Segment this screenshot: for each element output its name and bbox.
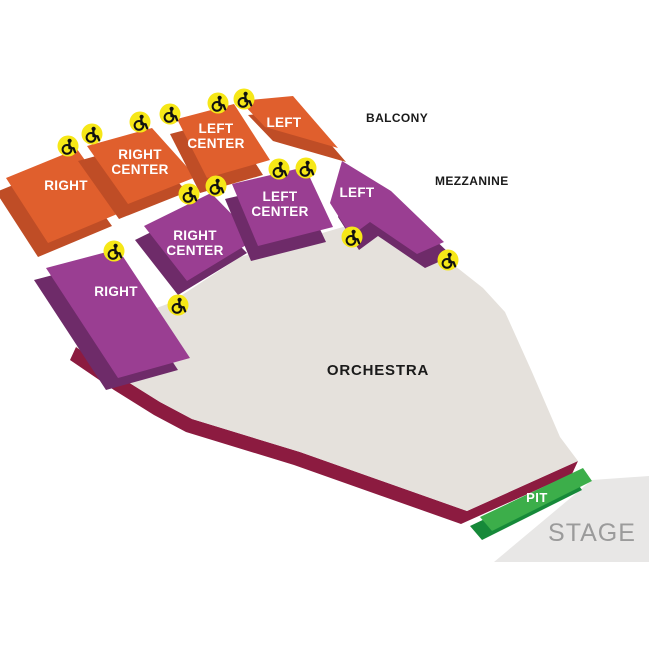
section-balcony-left[interactable] — [240, 96, 338, 148]
section-mezzanine-left[interactable] — [330, 161, 444, 254]
balcony-annotation-label: BALCONY — [366, 111, 428, 125]
wheelchair-icon — [81, 123, 103, 145]
section-balcony-right-center[interactable] — [87, 128, 196, 204]
balcony-right-center-label-line1: RIGHT — [118, 147, 162, 162]
wheelchair-icon — [437, 249, 459, 271]
mezzanine-right-center-label-line2: CENTER — [166, 243, 223, 258]
wheelchair-icon — [103, 240, 125, 262]
wheelchair-icon — [57, 135, 79, 157]
wheelchair-icon — [159, 103, 181, 125]
section-orchestra[interactable] — [76, 218, 578, 511]
wheelchair-icon — [167, 294, 189, 316]
section-mezzanine-right-center[interactable] — [144, 193, 256, 281]
accessibility-icons — [57, 88, 459, 316]
wheelchair-icon — [233, 88, 255, 110]
mezzanine-annotation-label: MEZZANINE — [435, 174, 509, 188]
balcony-left-center-label-line2: CENTER — [187, 136, 244, 151]
balcony-right-center-label-line2: CENTER — [111, 162, 168, 177]
mezzanine-right-center-label-line1: RIGHT — [173, 228, 217, 243]
mezzanine-left-center-label-line2: CENTER — [251, 204, 308, 219]
wheelchair-icon — [268, 158, 290, 180]
balcony-left-center-label-line1: LEFT — [199, 121, 234, 136]
wheelchair-icon — [295, 157, 317, 179]
stage-group: STAGE — [494, 476, 649, 562]
wheelchair-icon — [207, 92, 229, 114]
pit-group: PIT — [470, 468, 592, 540]
wheelchair-icon — [129, 111, 151, 133]
stage-area — [494, 476, 649, 562]
stage-label: STAGE — [548, 519, 636, 547]
section-balcony-left-center[interactable] — [177, 104, 270, 178]
section-mezzanine-left-center[interactable] — [232, 167, 333, 246]
wheelchair-icon — [341, 226, 363, 248]
balcony-right-label: RIGHT — [44, 178, 88, 193]
mezzanine-left-label: LEFT — [340, 185, 375, 200]
pit-label: PIT — [526, 490, 548, 505]
mezzanine-right-label: RIGHT — [94, 284, 138, 299]
mezzanine-tier: RIGHT RIGHT CENTER LEFT CENTER LEFT — [34, 161, 452, 390]
mezzanine-left-center-label-line1: LEFT — [263, 189, 298, 204]
wheelchair-icon — [205, 175, 227, 197]
balcony-left-label: LEFT — [267, 115, 302, 130]
balcony-tier: RIGHT RIGHT CENTER LEFT CENTER LEFT — [0, 96, 346, 257]
orchestra-group: ORCHESTRA — [76, 218, 578, 511]
section-mezzanine-right[interactable] — [46, 249, 190, 378]
orchestra-label: ORCHESTRA — [327, 362, 429, 379]
wheelchair-icon — [178, 183, 200, 205]
section-pit[interactable] — [480, 468, 592, 531]
